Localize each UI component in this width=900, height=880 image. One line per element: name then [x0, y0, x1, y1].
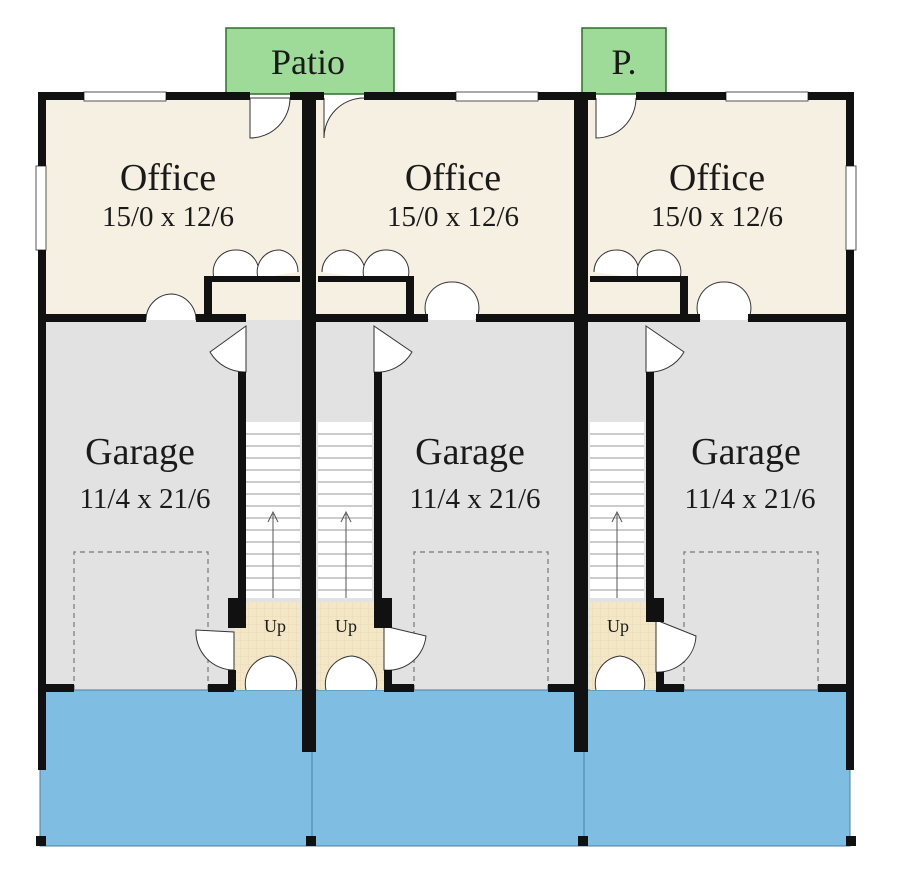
stair-3-label: Up: [607, 616, 629, 636]
driveway: [39, 689, 851, 847]
garage-3-name: Garage: [691, 431, 801, 473]
stair-2: Up: [318, 422, 384, 690]
garage-2-name: Garage: [415, 431, 525, 473]
stair-1-label: Up: [264, 616, 286, 636]
garage-1-name: Garage: [85, 431, 195, 473]
office-1-size: 15/0 x 12/6: [102, 201, 234, 233]
office-3-size: 15/0 x 12/6: [651, 201, 783, 233]
office-1-name: Office: [120, 157, 216, 199]
stair-1: Up: [234, 422, 300, 690]
patio-1-label: Patio: [271, 42, 345, 82]
stair-2-label: Up: [335, 616, 357, 636]
garage-3-size: 11/4 x 21/6: [684, 483, 815, 515]
office-2-name: Office: [405, 157, 501, 199]
room-labels: Office 15/0 x 12/6 Office 15/0 x 12/6 Of…: [79, 157, 815, 515]
garage-2-size: 11/4 x 21/6: [409, 483, 540, 515]
patio-2-label: P.: [611, 42, 636, 82]
office-2-size: 15/0 x 12/6: [387, 201, 519, 233]
walls: [36, 92, 856, 846]
patio-2: P.: [581, 27, 667, 95]
garage-1-size: 11/4 x 21/6: [79, 483, 210, 515]
office-3-name: Office: [669, 157, 765, 199]
patio-1: Patio: [225, 27, 395, 95]
door-swings: [145, 97, 752, 691]
